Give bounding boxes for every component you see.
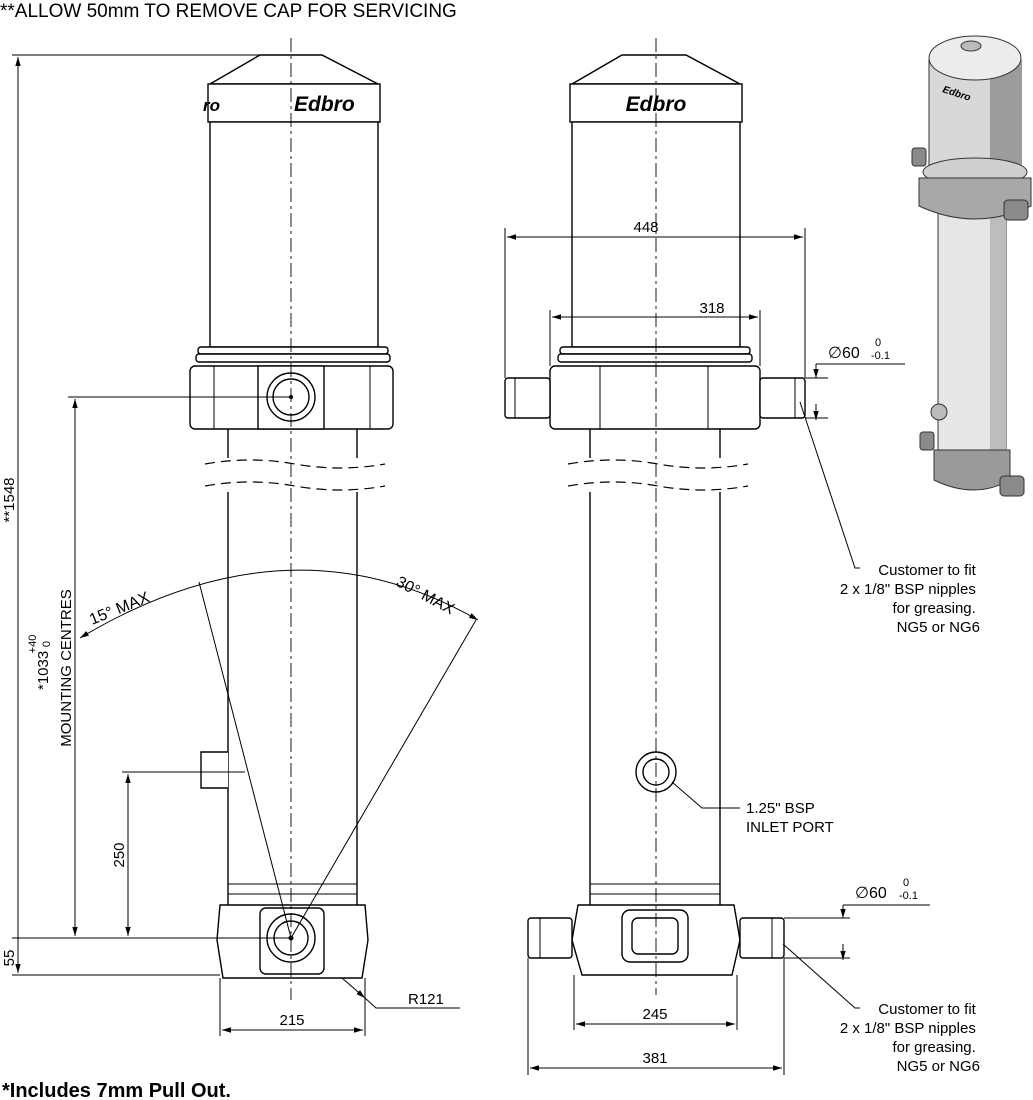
bottom-diameter-tol-lower: -0.1 — [899, 890, 918, 902]
left-cap-top — [207, 54, 379, 85]
left-inlet-stub — [200, 751, 228, 789]
left-reservoir — [209, 121, 379, 348]
svg-text:ro: ro — [203, 96, 220, 115]
top-diameter-tol-lower: -0.1 — [871, 350, 890, 362]
right-bottom-pin-left — [527, 917, 573, 959]
bottom-diameter-tol-upper: 0 — [903, 877, 909, 889]
pull-out-note: *Includes 7mm Pull Out. — [2, 1080, 231, 1100]
grease-note-bottom: Customer to fit 2 x 1/8" BSP nipples for… — [840, 1001, 980, 1075]
servicing-note: **ALLOW 50mm TO REMOVE CAP FOR SERVICING — [0, 1, 457, 22]
right-trunnion-pin-left — [504, 377, 551, 419]
port-height-dim: 250 — [111, 842, 128, 867]
mounting-centres-dim: *1033 — [35, 651, 52, 690]
base-height-dim: 55 — [1, 950, 18, 967]
bottom-diameter-dim: ∅60 — [855, 885, 887, 902]
mounting-centres-tol-upper: +40 — [27, 635, 39, 654]
base-width-dim: 215 — [279, 1012, 304, 1029]
radius-dim: R121 — [408, 991, 444, 1008]
top-diameter-dim: ∅60 — [828, 345, 860, 362]
left-cap-band — [207, 83, 381, 123]
left-edbro-logo: Edbro — [294, 93, 355, 116]
angle-right-label: 30° MAX — [393, 574, 457, 619]
right-bottom-pin-right — [739, 917, 785, 959]
right-cylinder-view: Edbro — [504, 38, 806, 995]
grease-note-top: Customer to fit 2 x 1/8" BSP nipples for… — [840, 562, 980, 636]
cylinder-3d-render: Edbro — [911, 35, 1032, 497]
angle-left-label: 15° MAX — [87, 589, 152, 629]
mounting-centres-tol-lower: 0 — [41, 641, 53, 647]
top-inner-width-dim: 318 — [699, 300, 724, 317]
right-dimensions: 448 318 ∅60 0 -0.1 Customer to fit 2 x 1… — [504, 219, 980, 1075]
overall-height-dim: **1548 — [1, 477, 18, 522]
mounting-centres-label: MOUNTING CENTRES — [58, 589, 75, 747]
top-outer-width-dim: 448 — [633, 219, 658, 236]
right-trunnion-ring — [549, 365, 761, 430]
bottom-outer-width-dim: 381 — [642, 1050, 667, 1067]
top-diameter-tol-upper: 0 — [875, 337, 881, 349]
inlet-port-label: 1.25" BSP INLET PORT — [746, 800, 834, 836]
right-trunnion-pin-right — [759, 377, 806, 419]
right-edbro-logo: Edbro — [626, 93, 687, 116]
left-cylinder-view: Edbro ro — [189, 38, 394, 1000]
bottom-inner-width-dim: 245 — [642, 1006, 667, 1023]
